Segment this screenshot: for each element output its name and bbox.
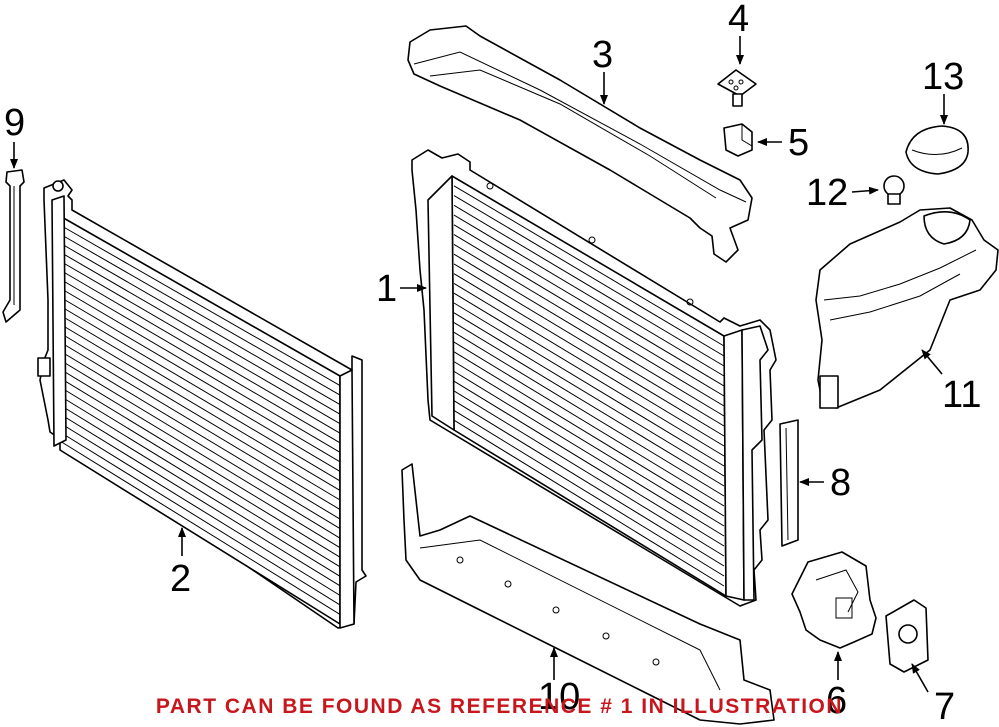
fin-line: [453, 273, 725, 437]
fin-line: [453, 322, 725, 487]
fin-line: [59, 233, 341, 396]
part-2-condenser: [37, 179, 367, 629]
callout-7: 7: [934, 686, 956, 727]
fin-line: [453, 312, 725, 477]
fin-line: [59, 251, 341, 415]
fin-line: [59, 359, 341, 530]
part-12-bleeder-screw: [883, 175, 905, 205]
part-4-bracket: [717, 69, 757, 107]
fin-line: [453, 204, 725, 367]
fin-line: [453, 234, 725, 397]
fin-line: [59, 413, 341, 587]
callout-2: 2: [170, 558, 192, 600]
part-9-side-seal: [2, 169, 25, 323]
fin-line: [59, 305, 341, 472]
fin-line: [453, 370, 725, 537]
fin-line: [453, 292, 725, 457]
callout-1: 1: [376, 268, 398, 310]
fin-line: [59, 404, 341, 577]
fin-line: [453, 390, 725, 557]
fin-line: [453, 195, 725, 357]
fin-line: [59, 386, 341, 558]
fin-line: [59, 242, 341, 406]
fin-line: [59, 314, 341, 482]
part-13-tank-cap: [905, 125, 969, 175]
fin-line: [59, 350, 341, 520]
fin-line: [453, 214, 725, 377]
fin-line: [453, 361, 725, 527]
fin-line: [59, 422, 341, 596]
fin-line: [453, 400, 725, 567]
fin-line: [453, 419, 725, 587]
callout-3: 3: [592, 34, 614, 76]
fin-line: [59, 278, 341, 444]
fin-line: [59, 269, 341, 434]
fin-line: [59, 332, 341, 501]
fin-line: [59, 440, 341, 615]
callout-9: 9: [4, 102, 26, 144]
fin-line: [453, 302, 725, 467]
fin-line: [59, 431, 341, 606]
leader-lines: [10, 36, 948, 693]
part-11-expansion-tank: [815, 207, 999, 409]
fin-line: [453, 185, 725, 347]
fin-line: [453, 283, 725, 447]
fin-line: [453, 263, 725, 427]
fin-line: [453, 224, 725, 387]
condenser-fins: [59, 224, 341, 615]
part-10-lower-air-guide: [401, 463, 775, 725]
callout-10: 10: [538, 676, 581, 718]
fin-line: [453, 380, 725, 547]
fin-line: [59, 296, 341, 463]
fin-line: [453, 341, 725, 507]
fin-line: [59, 368, 341, 539]
callout-5: 5: [788, 122, 810, 164]
part-7-bushing-bracket: [885, 599, 929, 673]
radiator-fins: [453, 185, 725, 587]
part-8-side-seal: [779, 419, 799, 547]
reference-note: PART CAN BE FOUND AS REFERENCE # 1 IN IL…: [155, 695, 844, 718]
fin-line: [59, 377, 341, 549]
fin-line: [59, 323, 341, 491]
fin-line: [453, 351, 725, 517]
part-5-rubber-mount: [723, 123, 753, 157]
fin-line: [453, 410, 725, 577]
fin-line: [59, 395, 341, 568]
callout-13: 13: [922, 56, 965, 98]
part-6-lower-support-bracket: [791, 551, 877, 649]
fin-line: [453, 243, 725, 407]
callout-8: 8: [830, 462, 852, 504]
part-1-radiator: [411, 149, 777, 607]
fin-line: [59, 224, 341, 386]
callout-6: 6: [826, 680, 848, 722]
callout-11: 11: [942, 374, 982, 416]
fin-line: [59, 260, 341, 425]
part-3-upper-air-duct: [407, 25, 753, 263]
fin-line: [59, 287, 341, 453]
fin-line: [453, 331, 725, 497]
callout-12: 12: [806, 172, 849, 214]
fin-line: [59, 341, 341, 510]
callout-4: 4: [728, 0, 750, 40]
fin-line: [453, 253, 725, 417]
